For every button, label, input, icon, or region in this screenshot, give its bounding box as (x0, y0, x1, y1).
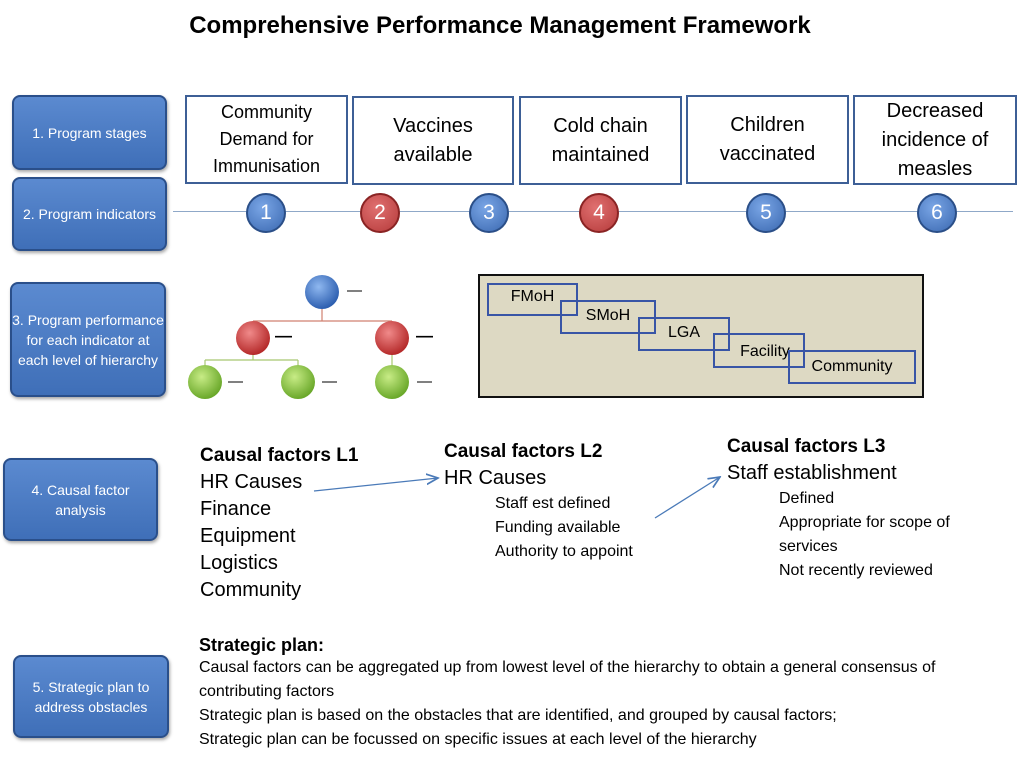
org-node-dash: — (275, 326, 292, 345)
causal-l1-item: Finance (200, 498, 272, 520)
level-label: LGA (667, 324, 700, 341)
indicator-circle: 1 (246, 193, 286, 233)
level-label: FMoH (510, 287, 555, 305)
stage-box: Children vaccinated (686, 95, 849, 184)
stage-label: Community Demand for Immunisation (212, 102, 321, 176)
causal-l3-item: Staff establishment (727, 462, 897, 484)
stage-label: Decreased incidence of measles (881, 99, 989, 180)
level-label: Facility (740, 342, 790, 360)
causal-l1-item: Logistics (200, 552, 278, 574)
strategic-plan-heading: Strategic plan: (199, 635, 325, 655)
org-node-leaf (281, 365, 315, 399)
page-title: Comprehensive Performance Management Fra… (189, 12, 811, 39)
causal-l3-subitems: Defined Appropriate for scope of service… (779, 487, 999, 583)
indicator-circle: 3 (469, 193, 509, 233)
causal-l2-subitems: Staff est defined Funding available Auth… (495, 492, 633, 564)
causal-l3-subitem: Not recently reviewed (779, 562, 933, 579)
indicator-circle: 2 (360, 193, 400, 233)
indicator-circle: 5 (746, 193, 786, 233)
org-node-top (305, 275, 339, 309)
causal-l2-subitem: Authority to appoint (495, 543, 633, 560)
stage-box: Cold chain maintained (519, 96, 682, 185)
indicator-circle: 4 (579, 193, 619, 233)
org-node-mid (236, 321, 270, 355)
strategic-plan-line: Causal factors can be aggregated up from… (199, 659, 936, 700)
hierarchy-levels-panel: FMoH SMoH LGA Facility Community (478, 274, 924, 398)
causal-l3-heading: Causal factors L3 (727, 436, 886, 457)
causal-l1-item: HR Causes (200, 471, 303, 493)
sidebar-item-causal-factor-analysis: 4. Causal factor analysis (3, 458, 158, 541)
causal-l1-item: Community (200, 579, 302, 601)
org-node-leaf (375, 365, 409, 399)
level-fmoh: FMoH (487, 283, 578, 316)
strategic-plan-line: Strategic plan can be focussed on specif… (199, 731, 757, 748)
causal-l1: Causal factors L1 HR Causes Finance Equi… (200, 442, 358, 604)
causal-l3-subitem: Appropriate for scope of services (779, 514, 950, 555)
strategic-plan-line: Strategic plan is based on the obstacles… (199, 707, 837, 724)
strategic-plan: Strategic plan: Causal factors can be ag… (199, 634, 999, 752)
org-node-dash: — (322, 373, 337, 390)
arrow-l2-to-l3 (654, 477, 720, 519)
org-chart: — — — — — — (188, 275, 433, 399)
causal-l3: Causal factors L3 Staff establishment (727, 433, 897, 487)
causal-l2-heading: Causal factors L2 (444, 441, 603, 462)
org-node-dash: — (417, 373, 432, 390)
sidebar-item-program-indicators: 2. Program indicators (12, 177, 167, 251)
causal-l1-heading: Causal factors L1 (200, 445, 359, 466)
org-node-leaf (188, 365, 222, 399)
stage-label: Vaccines available (393, 114, 473, 166)
sidebar-item-strategic-plan: 5. Strategic plan to address obstacles (13, 655, 169, 738)
sidebar-item-program-stages: 1. Program stages (12, 95, 167, 170)
arrow-l1-to-l2 (313, 478, 438, 492)
causal-l2: Causal factors L2 HR Causes (444, 438, 602, 492)
stage-label: Cold chain maintained (551, 114, 650, 166)
org-node-dash: — (347, 282, 362, 299)
level-community: Community (788, 350, 916, 384)
indicator-circle: 6 (917, 193, 957, 233)
stage-box: Community Demand for Immunisation (185, 95, 348, 184)
org-node-dash: — (228, 373, 243, 390)
org-node-dash: — (416, 326, 433, 345)
level-label: SMoH (585, 307, 631, 324)
org-chart-connectors (204, 309, 393, 366)
causal-l1-item: Equipment (200, 525, 296, 547)
stage-label: Children vaccinated (719, 113, 816, 165)
causal-l2-item: HR Causes (444, 467, 547, 489)
causal-l3-subitem: Defined (779, 490, 835, 507)
stage-box: Decreased incidence of measles (853, 95, 1017, 185)
stage-box: Vaccines available (352, 96, 514, 185)
causal-l2-subitem: Funding available (495, 519, 621, 536)
sidebar-item-program-performance: 3. Program performance for each indicato… (10, 282, 166, 397)
causal-l2-subitem: Staff est defined (495, 495, 611, 512)
org-node-mid (375, 321, 409, 355)
level-label: Community (811, 358, 893, 375)
